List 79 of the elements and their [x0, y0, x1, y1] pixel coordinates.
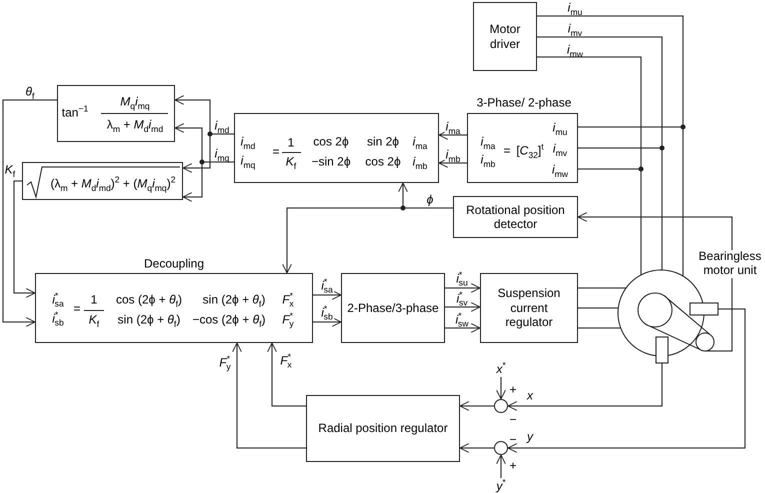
arrow	[312, 317, 342, 327]
summing-junction	[494, 441, 508, 455]
block-box	[453, 196, 578, 238]
block-box	[306, 395, 460, 462]
equation-term: λ$_{m}$ + M$_{d}$i$_{md}$	[106, 118, 164, 132]
arrow	[312, 290, 342, 300]
sign-label: −	[508, 433, 518, 447]
equation-term: [C$_{32}$]$^{t}$	[516, 144, 544, 158]
equation-term: i$_{mu}$	[552, 121, 568, 135]
block-heading: 3-Phase/ 2-phase	[476, 96, 572, 110]
equation-term: 1	[288, 136, 294, 150]
equation-term: sin 2ϕ	[366, 135, 400, 149]
equation-term: i$_{mb}$	[412, 155, 428, 169]
equation-term: i$_{mv}$	[552, 142, 568, 156]
equation-term: −sin 2ϕ	[311, 155, 351, 169]
equation-term: M$_{q}$i$_{mq}$	[120, 95, 150, 109]
equation-term: cos (2ϕ + θ$_{f}$)	[116, 293, 182, 307]
equation-term: i$_{md}$	[240, 135, 256, 149]
block-label: Rotational position detector	[465, 202, 566, 232]
signal-label: i$_{mw}$	[566, 43, 584, 57]
equation-term: 1	[90, 293, 98, 307]
signal-label: ϕ	[426, 193, 434, 207]
equation-term: i$_{ma}$	[480, 135, 496, 149]
block-box	[473, 2, 537, 71]
equation-term: K$_{f}$	[286, 155, 296, 169]
reference-symbol: y$^{*}$	[489, 478, 513, 493]
block-box	[234, 113, 439, 183]
sign-label: −	[508, 413, 518, 427]
signal-label: K$_{f}$	[4, 163, 16, 177]
block-label: Motor driver	[488, 22, 522, 51]
arrow	[438, 158, 468, 168]
equation-term: (λ$_{m}$ + M$_{d}$i$_{md}$)$^{2}$ + (M$_{q}$i$_{mq}$)$^{2}$	[50, 177, 176, 191]
equation-term: i$_{mw}$	[552, 163, 568, 177]
arrow	[14, 180, 36, 298]
arrow	[508, 362, 662, 411]
arrow	[508, 308, 746, 453]
signal-label: i$_{ma}$	[444, 120, 462, 134]
arrow	[496, 376, 506, 400]
signal-label: i$_{mu}$	[566, 1, 584, 15]
equation-term: =	[272, 145, 280, 159]
block-box	[57, 85, 175, 142]
reference-symbol: x$^{*}$	[489, 361, 513, 377]
equation-term: =	[504, 144, 510, 158]
equation-term: tan$^{−1}$	[62, 106, 88, 120]
equation-term: −cos (2ϕ + θ$_{f}$)	[192, 313, 266, 327]
arrow	[578, 212, 732, 352]
arrow	[267, 342, 306, 406]
arrow	[460, 443, 494, 453]
block-heading: Decoupling	[144, 257, 204, 271]
equation-term: =	[74, 302, 80, 316]
arrow	[444, 302, 480, 312]
arrow	[232, 342, 306, 448]
equation-term: sin (2ϕ + θ$_{f}$)	[202, 293, 266, 307]
equation-term: i$_{ma}$	[412, 135, 428, 149]
signal-label: i$_{mb}$	[444, 148, 462, 162]
summing-junction	[494, 399, 508, 413]
block-box	[341, 273, 445, 343]
arrow	[2, 100, 58, 327]
sign-label: +	[508, 459, 518, 473]
block-label: 2-Phase/3-phase	[346, 300, 440, 316]
arrow	[444, 283, 480, 293]
arrow	[444, 323, 480, 333]
block-label: Suspension current regulator	[496, 286, 562, 330]
equation-term: cos 2ϕ	[313, 135, 349, 149]
arrow	[438, 130, 468, 140]
signal-label: θ$_{f}$	[24, 85, 36, 99]
equation-term: sin (2ϕ + θ$_{f}$)	[118, 313, 180, 327]
sign-label: +	[508, 383, 518, 397]
equation-term: i$_{mq}$	[240, 154, 256, 168]
arrow	[460, 401, 494, 411]
signal-label: i$_{md}$	[214, 119, 230, 133]
block-box	[480, 273, 578, 343]
signal-label: i$_{mv}$	[566, 22, 584, 36]
signal-label: i$_{mq}$	[214, 147, 230, 161]
arrow	[496, 454, 506, 478]
equation-term: K$_{f}$	[88, 313, 100, 327]
equation-term: cos 2ϕ	[365, 155, 401, 169]
equation-term: i$_{mb}$	[480, 153, 496, 167]
block-label: Radial position regulator	[317, 421, 449, 436]
